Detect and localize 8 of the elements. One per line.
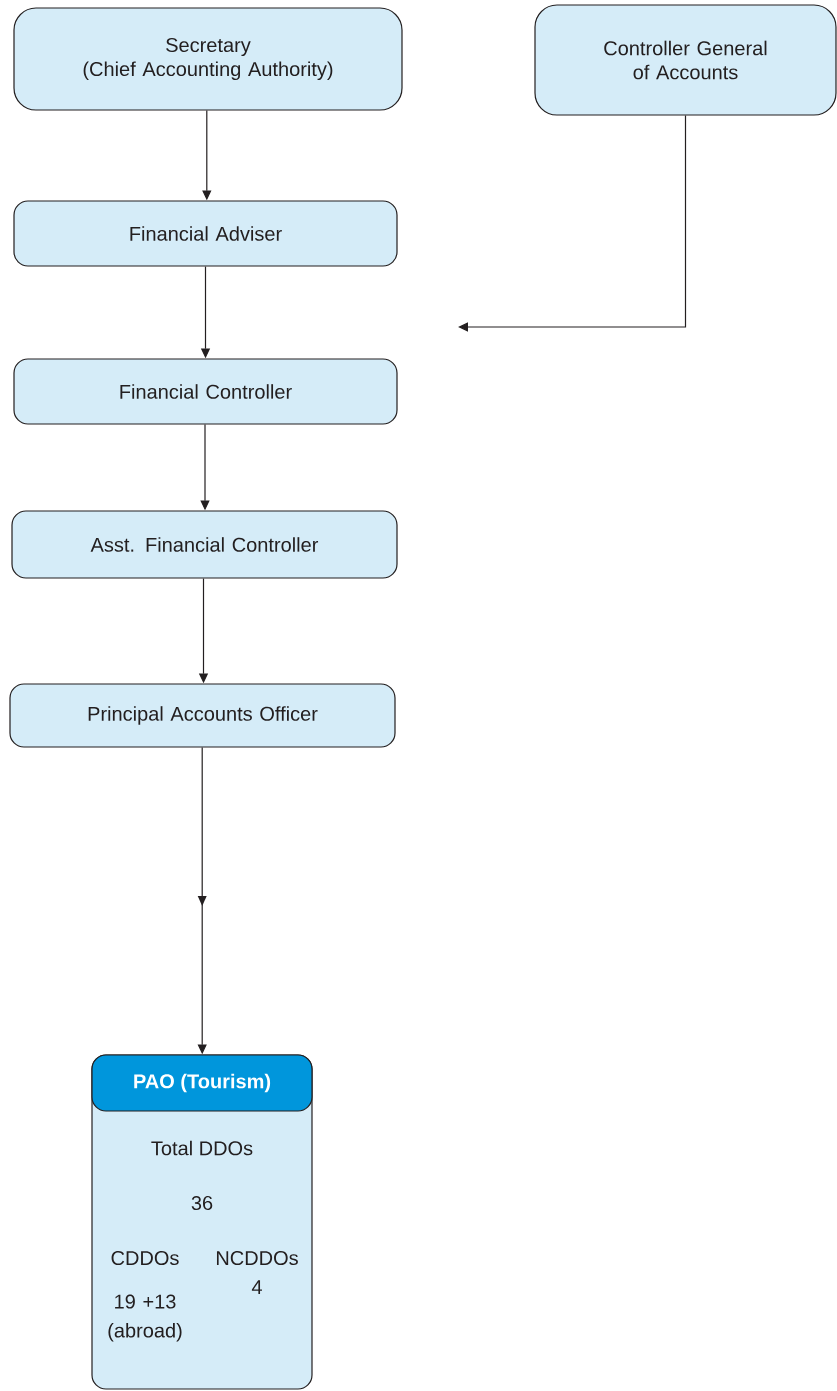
role-box: Controller General of Accounts [534,4,837,116]
pao-box: PAO (Tourism) Total DDOs 36 CDDOs NCDDOs 19 +13 (abroad) 4 [91,1054,313,1390]
role-box: Secretary (Chief Accounting Authority) [13,7,403,111]
arrow [458,115,687,332]
role-box: Principal Accounts Officer [9,683,396,748]
role-box: Asst. Financial Controller [11,510,398,579]
role-box: Financial Adviser [13,200,398,267]
role-box: Financial Controller [13,358,398,425]
